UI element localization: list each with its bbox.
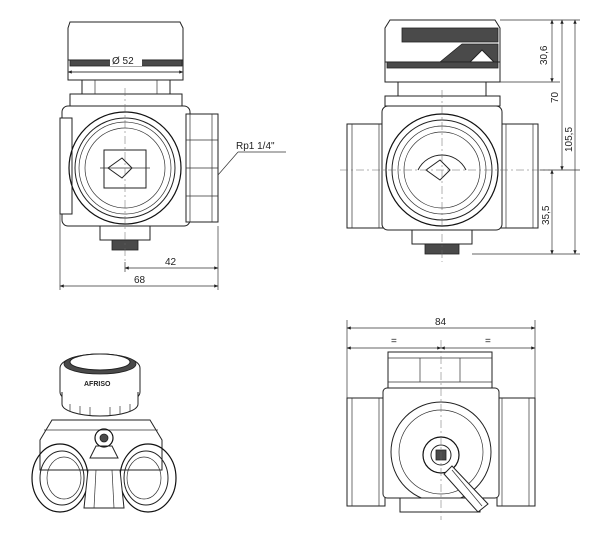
side-view xyxy=(340,19,550,262)
dim-84: 84 xyxy=(435,317,447,328)
dim-70: 70 xyxy=(550,91,561,103)
dim-42: 42 xyxy=(165,257,177,268)
dim-30-6: 30,6 xyxy=(539,45,550,65)
front-view xyxy=(59,21,219,262)
dim-35-5: 35,5 xyxy=(541,205,552,225)
dim-equal-right: = xyxy=(485,336,491,347)
dim-diameter-52: Ø 52 xyxy=(112,56,134,67)
front-dimensions: Ø 52 Rp1 1/4" 42 68 xyxy=(59,53,286,290)
isometric-view: AFRISO xyxy=(31,353,177,513)
top-view xyxy=(346,340,536,520)
top-dimensions: 84 = = xyxy=(346,317,536,398)
dim-thread-rp: Rp1 1/4" xyxy=(236,141,275,152)
brand-logo-text: AFRISO xyxy=(84,381,111,388)
dim-68: 68 xyxy=(134,275,146,286)
dim-105-5: 105,5 xyxy=(564,127,575,152)
side-dimensions: 30,6 70 105,5 35,5 xyxy=(472,19,580,255)
dim-equal-left: = xyxy=(391,336,397,347)
